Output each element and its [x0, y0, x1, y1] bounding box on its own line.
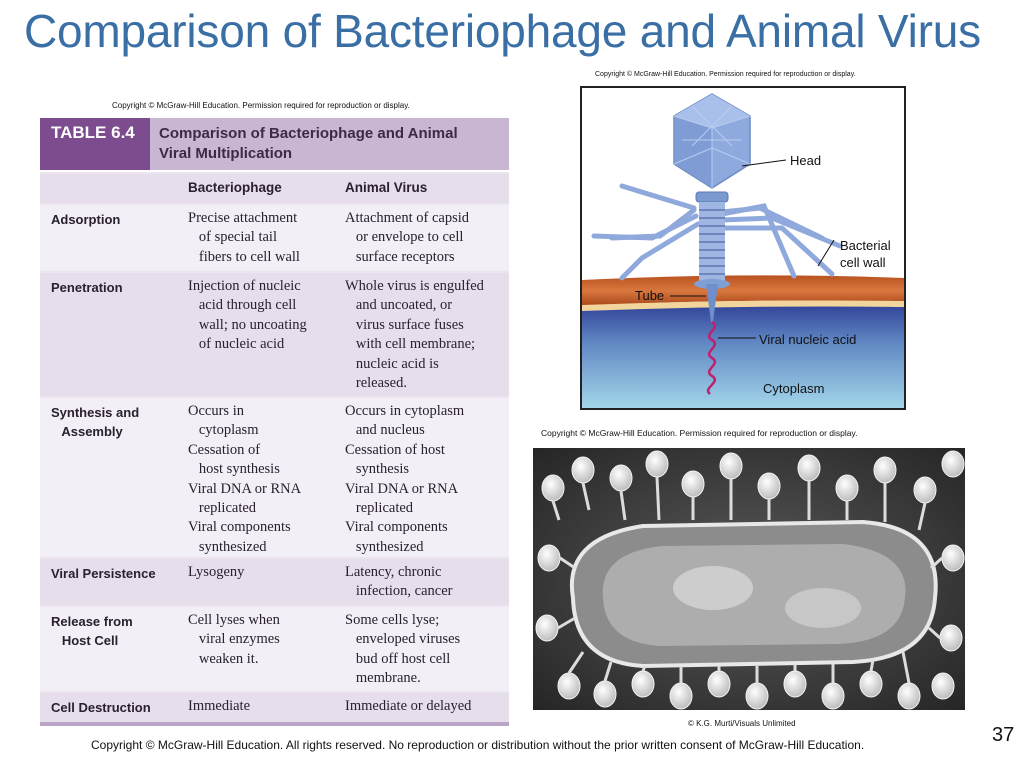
cell-animal-virus: Whole virus is engulfed and uncoated, or… [345, 278, 484, 392]
column-header-row: Bacteriophage Animal Virus [40, 174, 509, 203]
label-viral-nucleic-acid: Viral nucleic acid [759, 332, 857, 347]
table-row: Viral Persistence Lysogeny Latency, chro… [40, 559, 509, 605]
micrograph-credit: © K.G. Murti/Visuals Unlimited [688, 719, 796, 728]
cell-animal-virus: Some cells lyse; enveloped viruses bud o… [345, 612, 461, 687]
collar [695, 191, 729, 203]
table-header: TABLE 6.4 Comparison of Bacteriophage an… [40, 118, 509, 170]
viral-nucleic-acid [706, 320, 717, 395]
table-caption: Comparison of Bacteriophage and Animal V… [159, 124, 499, 164]
label-cell-wall: cell wall [840, 255, 886, 270]
row-label: Cell Destruction [51, 700, 151, 715]
table-caption-line1: Comparison of Bacteriophage and Animal [159, 125, 458, 142]
diagram-copyright: Copyright © McGraw-Hill Education. Permi… [595, 71, 856, 78]
row-label: Penetration [51, 280, 123, 295]
cell-bacteriophage: Lysogeny [188, 564, 245, 580]
cell-wall [582, 275, 904, 306]
table-caption-line2: Viral Multiplication [159, 145, 293, 162]
row-label: Synthesis and Assembly [51, 405, 140, 439]
row-label: Release from Host Cell [51, 614, 133, 648]
cell-bacteriophage: Cell lyses when viral enzymes weaken it. [188, 612, 280, 667]
table-row: Cell Destruction Immediate Immediate or … [40, 693, 509, 722]
cytoplasm-region [582, 306, 904, 408]
cell-bacteriophage: Immediate [188, 698, 251, 714]
table-tag: TABLE 6.4 [40, 118, 150, 170]
table-row: Release from Host Cell Cell lyses when v… [40, 607, 509, 691]
micrograph-image [533, 448, 965, 710]
phage-head [673, 93, 751, 189]
label-cytoplasm: Cytoplasm [763, 381, 825, 396]
tail-fibers [591, 183, 843, 281]
tail-sheath [694, 202, 730, 289]
table-row: Adsorption Precise attachment of special… [40, 205, 509, 271]
row-label: Adsorption [51, 212, 121, 227]
label-tube: Tube [635, 288, 665, 303]
page-number: 37 [992, 724, 1015, 746]
label-bacterial: Bacterial [840, 238, 891, 253]
phage-tails [551, 476, 944, 684]
label-head: Head [790, 153, 822, 168]
row-label: Viral Persistence [51, 566, 156, 581]
cell-animal-virus: Attachment of capsid or envelope to cell… [345, 210, 470, 265]
cell-animal-virus: Occurs in cytoplasm and nucleus Cessatio… [345, 403, 465, 555]
electron-micrograph [533, 448, 965, 710]
table-bottom-rule [40, 722, 509, 726]
table-copyright: Copyright © McGraw-Hill Education. Permi… [112, 101, 410, 110]
cell-animal-virus: Immediate or delayed [345, 698, 472, 714]
micrograph-copyright: Copyright © McGraw-Hill Education. Permi… [541, 428, 858, 438]
table-row: Synthesis and Assembly Occurs in cytopla… [40, 398, 509, 557]
phage-particles [535, 450, 965, 710]
cell-animal-virus: Latency, chronic infection, cancer [345, 564, 453, 600]
column-header-animal-virus: Animal Virus [345, 180, 428, 195]
cell-bacteriophage: Precise attachment of special tail fiber… [188, 210, 300, 265]
column-header-bacteriophage: Bacteriophage [188, 180, 282, 195]
divider [40, 170, 509, 172]
tube [706, 284, 718, 322]
cell-membrane [582, 300, 904, 311]
slide-title: Comparison of Bacteriophage and Animal V… [24, 5, 981, 57]
table-row: Penetration Injection of nucleic acid th… [40, 273, 509, 396]
footer-copyright: Copyright © McGraw-Hill Education. All r… [91, 738, 865, 752]
bacteriophage-diagram: Head Bacterial cell wall Tube Viral nucl… [580, 86, 906, 410]
table-tag-text: TABLE 6.4 [51, 123, 135, 142]
cell-bacteriophage: Injection of nucleic acid through cell w… [188, 278, 307, 353]
cell-bacteriophage: Occurs in cytoplasm Cessation of host sy… [188, 403, 302, 555]
comparison-table: TABLE 6.4 Comparison of Bacteriophage an… [40, 118, 509, 726]
bacteriophage-illustration [582, 93, 904, 408]
label-leaders [670, 159, 835, 339]
